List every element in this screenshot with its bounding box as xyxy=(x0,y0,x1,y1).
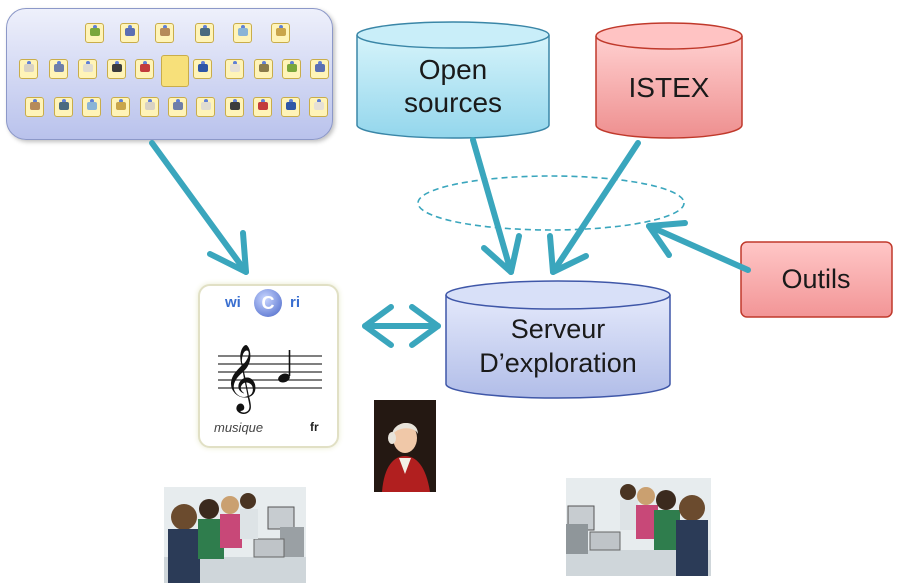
portal-thumbnail[interactable] xyxy=(253,97,272,117)
portal-thumbnail[interactable] xyxy=(282,59,301,79)
open-sources-label-line1: Open xyxy=(419,54,488,85)
portal-thumbnail[interactable] xyxy=(195,23,214,43)
arrow-server-wiki-bidirectional xyxy=(362,304,441,348)
portal-thumbnail-featured[interactable] xyxy=(161,55,189,87)
portal-thumbnail[interactable] xyxy=(78,59,97,79)
server-label-line1: Serveur xyxy=(511,314,606,344)
portal-thumbnail[interactable] xyxy=(281,97,300,117)
istex-database: ISTEX xyxy=(595,22,743,139)
portal-thumbnail[interactable] xyxy=(193,59,212,79)
arrow-portal-to-wiki xyxy=(149,140,249,275)
portal-thumbnail[interactable] xyxy=(196,97,215,117)
portal-thumbnail[interactable] xyxy=(155,23,174,43)
wicri-musique-card: wi C ri 𝄞 musique fr xyxy=(198,284,339,448)
portal-thumbnail[interactable] xyxy=(54,97,73,117)
outils-label: Outils xyxy=(781,264,850,294)
portal-thumbnail[interactable] xyxy=(309,97,328,117)
portal-thumbnail[interactable] xyxy=(140,97,159,117)
language-code: fr xyxy=(310,420,319,434)
portal-thumbnail[interactable] xyxy=(225,97,244,117)
svg-text:𝄞: 𝄞 xyxy=(224,345,258,414)
students-computer-room-photo-left xyxy=(164,487,306,583)
portal-thumbnail[interactable] xyxy=(135,59,154,79)
portal-thumbnail[interactable] xyxy=(168,97,187,117)
portal-thumbnail[interactable] xyxy=(19,59,38,79)
composer-portrait-image xyxy=(374,400,436,492)
wicri-logo-icon: C xyxy=(254,289,282,317)
server-label-line2: D’exploration xyxy=(479,348,637,378)
portal-thumbnail[interactable] xyxy=(25,97,44,117)
arrow-outils-to-tools-zone xyxy=(646,220,751,273)
portal-thumbnail[interactable] xyxy=(111,97,130,117)
portal-thumbnail[interactable] xyxy=(82,97,101,117)
portal-thumbnail[interactable] xyxy=(49,59,68,79)
wicri-logo-left: wi xyxy=(225,294,241,311)
music-caption: musique xyxy=(214,420,264,435)
tools-zone-ellipse xyxy=(417,175,685,231)
portal-thumbnail[interactable] xyxy=(310,59,329,79)
portal-thumbnail[interactable] xyxy=(254,59,273,79)
outils-box: Outils xyxy=(740,241,893,318)
open-sources-database: Open sources xyxy=(356,21,550,139)
portal-thumbnail[interactable] xyxy=(271,23,290,43)
exploration-server-database: Serveur D’exploration xyxy=(445,280,671,399)
portal-thumbnail[interactable] xyxy=(120,23,139,43)
istex-label: ISTEX xyxy=(629,72,710,103)
music-staff-icon: 𝄞 xyxy=(218,345,322,414)
open-sources-label-line2: sources xyxy=(404,87,502,118)
arrow-open-sources-to-server xyxy=(470,137,522,275)
portal-thumbnail[interactable] xyxy=(225,59,244,79)
arrow-istex-to-server xyxy=(547,140,641,275)
wicri-logo-right: ri xyxy=(290,294,301,311)
portal-thumbnail[interactable] xyxy=(233,23,252,43)
portal-thumbnail[interactable] xyxy=(85,23,104,43)
portal-thumbnail[interactable] xyxy=(107,59,126,79)
students-computer-room-photo-right xyxy=(566,478,711,576)
wicri-portal-panel xyxy=(6,8,333,140)
